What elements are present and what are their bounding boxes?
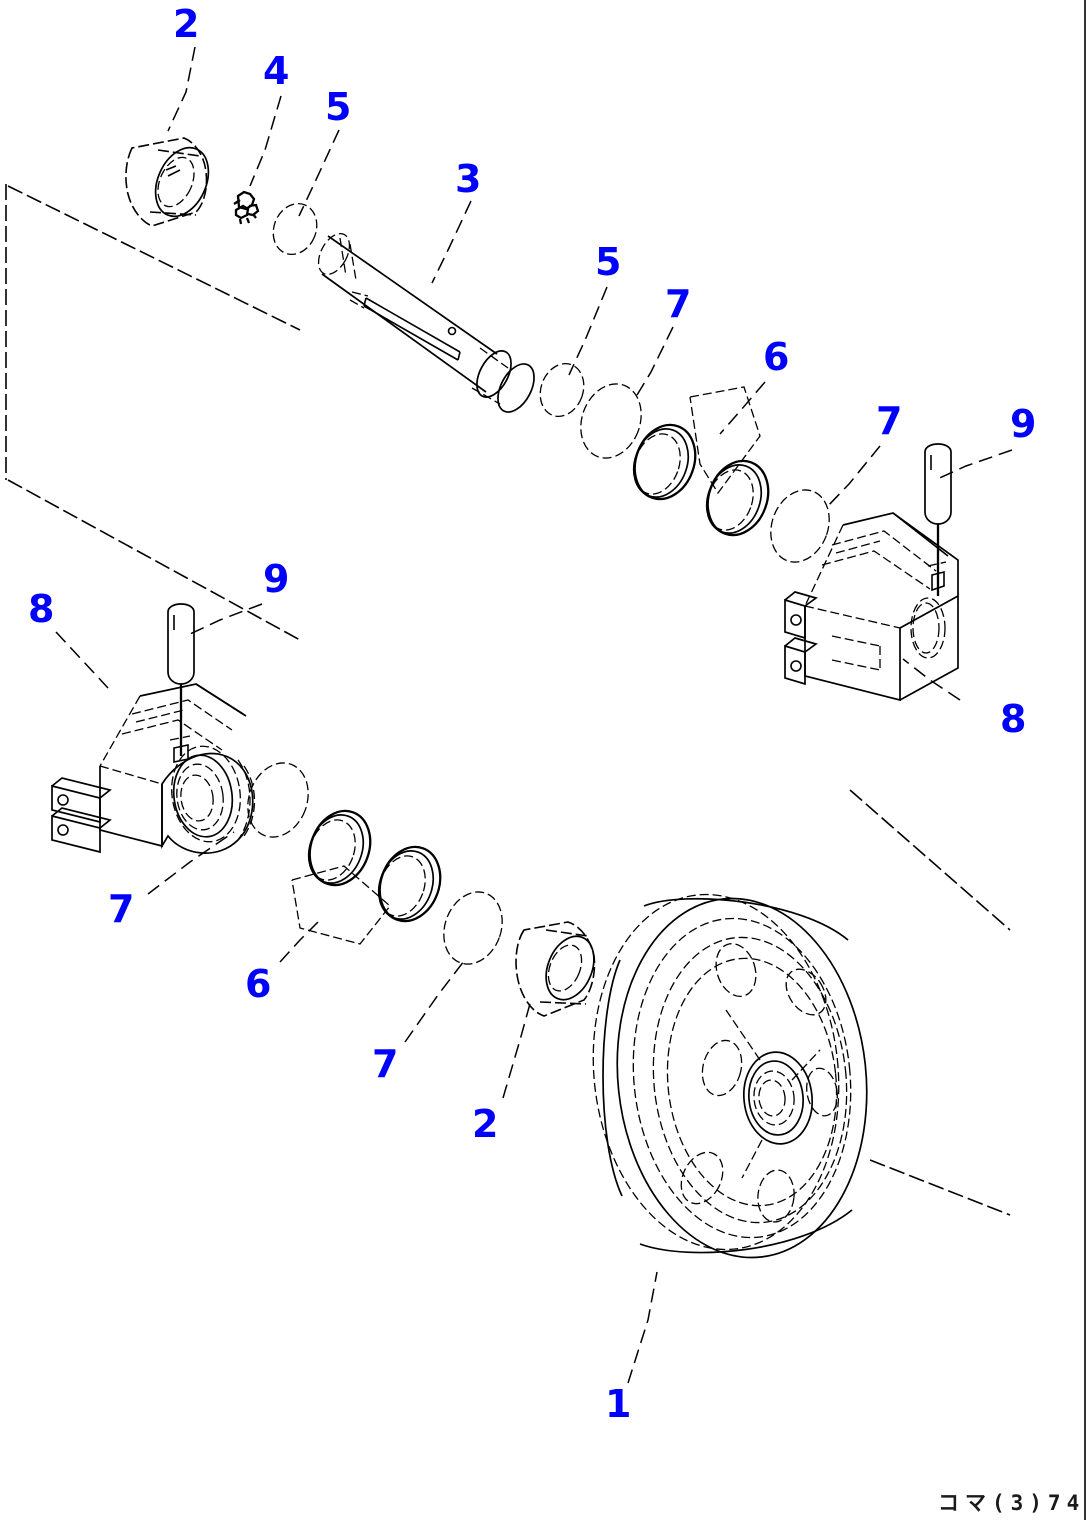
part-7-oring-a [580,383,642,459]
leader-line-8 [902,658,961,701]
leader-line-1 [627,1271,658,1384]
leader-line-9 [934,449,1013,481]
callout-1: 1 [605,1382,632,1426]
callout-9: 9 [263,557,290,601]
frame-fragment-right [849,789,1011,1216]
callout-4: 4 [263,49,290,93]
callout-8: 8 [28,587,55,631]
part-7-oring-d [443,891,503,965]
callout-5: 5 [325,85,352,129]
part-7-oring-c [247,762,309,838]
callout-7: 7 [876,399,903,443]
callout-7: 7 [372,1042,399,1086]
callout-6: 6 [763,335,790,379]
part-8-support-bracket-left [51,683,256,854]
leader-line-2 [502,999,532,1099]
frame-fragment-top-left [5,184,301,641]
callout-7: 7 [108,887,135,931]
part-1-idler-wheel [592,893,868,1259]
callout-6: 6 [245,962,272,1006]
part-6-floating-seal-upper [632,386,770,537]
callout-8: 8 [1000,697,1027,741]
leader-line-3 [431,200,472,284]
part-9-pin-right [924,443,952,596]
part-2-bushing-top [125,137,210,227]
leader-line-7 [633,326,674,401]
leader-line-5 [298,129,340,217]
part-2-bushing-lower [515,921,596,1017]
callout-5: 5 [595,240,622,284]
part-5-oring-upper [272,202,318,256]
leader-line-7 [147,831,235,895]
part-4-plug [233,190,260,225]
leader-line-9 [189,603,263,635]
leader-line-8 [55,631,109,689]
part-6-floating-seal-lower [291,809,442,945]
part-7-oring-b [770,489,830,563]
leader-line-6 [719,381,766,435]
part-3-shaft [317,232,535,413]
callout-2: 2 [472,1102,499,1146]
callout-7: 7 [665,282,692,326]
part-8-support-bracket-right [784,512,959,702]
drawing-code-watermark: コマ(3)74 [938,1491,1086,1515]
leader-line-6 [279,921,319,963]
leader-line-7 [404,960,465,1043]
leader-line-4 [249,95,282,187]
callout-9: 9 [1010,402,1037,446]
leader-line-2 [167,46,196,132]
callout-leaders [55,46,1013,1384]
leader-line-7 [825,445,881,509]
callout-3: 3 [455,157,482,201]
leader-line-5 [568,286,608,376]
callout-2: 2 [173,2,200,46]
part-9-pin-left [167,603,195,756]
part-5-oring-middle [539,362,585,418]
